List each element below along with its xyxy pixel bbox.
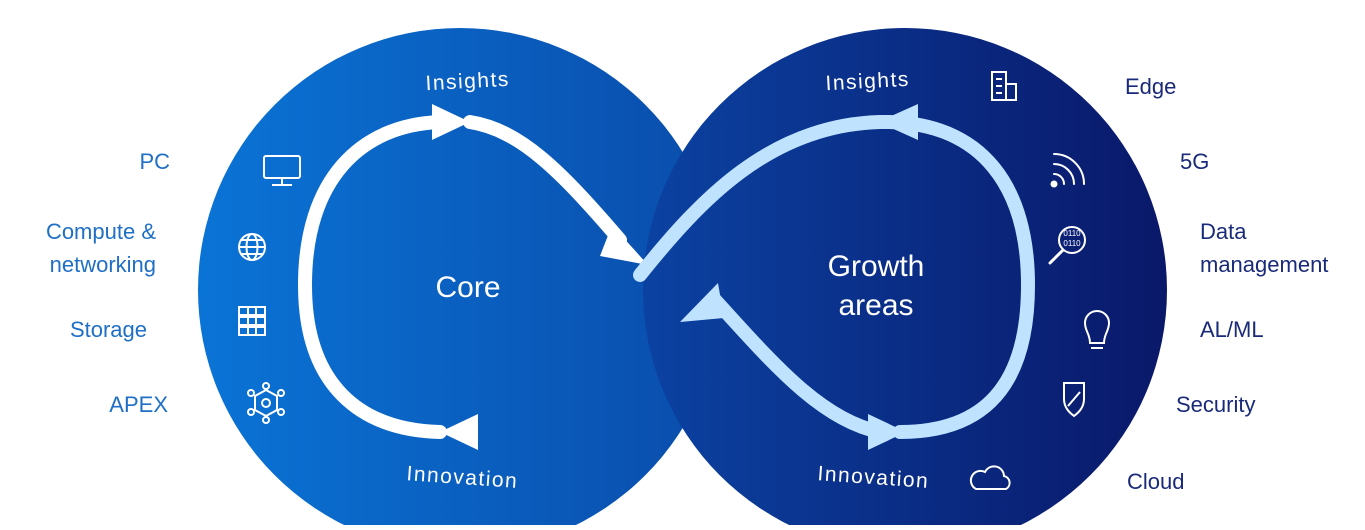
network-hub-icon	[247, 382, 285, 424]
growth-label: Growth	[828, 250, 925, 283]
arrowhead-innovation-left	[440, 414, 478, 450]
label-cloud: Cloud	[1127, 469, 1185, 494]
left-insights-label: Insights	[425, 68, 510, 95]
label-compute: Compute &	[45, 219, 156, 244]
data-search-icon: 0110 0110	[1048, 226, 1086, 265]
arrowhead-insights-right	[878, 104, 918, 140]
arrowhead-crossing	[600, 225, 648, 265]
left-arrowheads	[432, 104, 648, 450]
monitor-icon	[263, 155, 301, 186]
building-icon	[991, 71, 1017, 101]
cloud-icon	[969, 465, 1011, 490]
right-loop-arrow	[633, 114, 1036, 439]
label-alml: AL/ML	[1200, 317, 1264, 342]
right-arrowheads	[680, 104, 918, 450]
label-data: Data	[1200, 219, 1247, 244]
left-circle	[198, 28, 722, 530]
svg-text:0110: 0110	[1063, 229, 1081, 238]
arrowhead-insights-left	[432, 104, 470, 140]
core-label: Core	[435, 271, 500, 304]
label-management: management	[1200, 252, 1329, 277]
areas-label: areas	[838, 289, 913, 322]
label-networking: networking	[49, 252, 156, 277]
lightbulb-icon	[1083, 310, 1111, 349]
globe-icon	[238, 233, 266, 261]
arrowhead-innovation-right	[868, 414, 906, 450]
label-apex: APEX	[109, 392, 168, 417]
label-security: Security	[1176, 392, 1256, 417]
label-pc: PC	[139, 149, 170, 174]
right-insights-label: Insights	[825, 68, 910, 95]
label-storage: Storage	[69, 317, 147, 342]
svg-text:0110: 0110	[1063, 239, 1081, 248]
arrowhead-back	[680, 283, 724, 322]
shield-icon	[1063, 382, 1085, 418]
storage-icon	[238, 306, 266, 336]
label-edge: Edge	[1125, 74, 1177, 99]
label-5g: 5G	[1180, 149, 1210, 174]
left-loop-arrow	[297, 115, 627, 439]
signal-icon	[1050, 153, 1085, 188]
